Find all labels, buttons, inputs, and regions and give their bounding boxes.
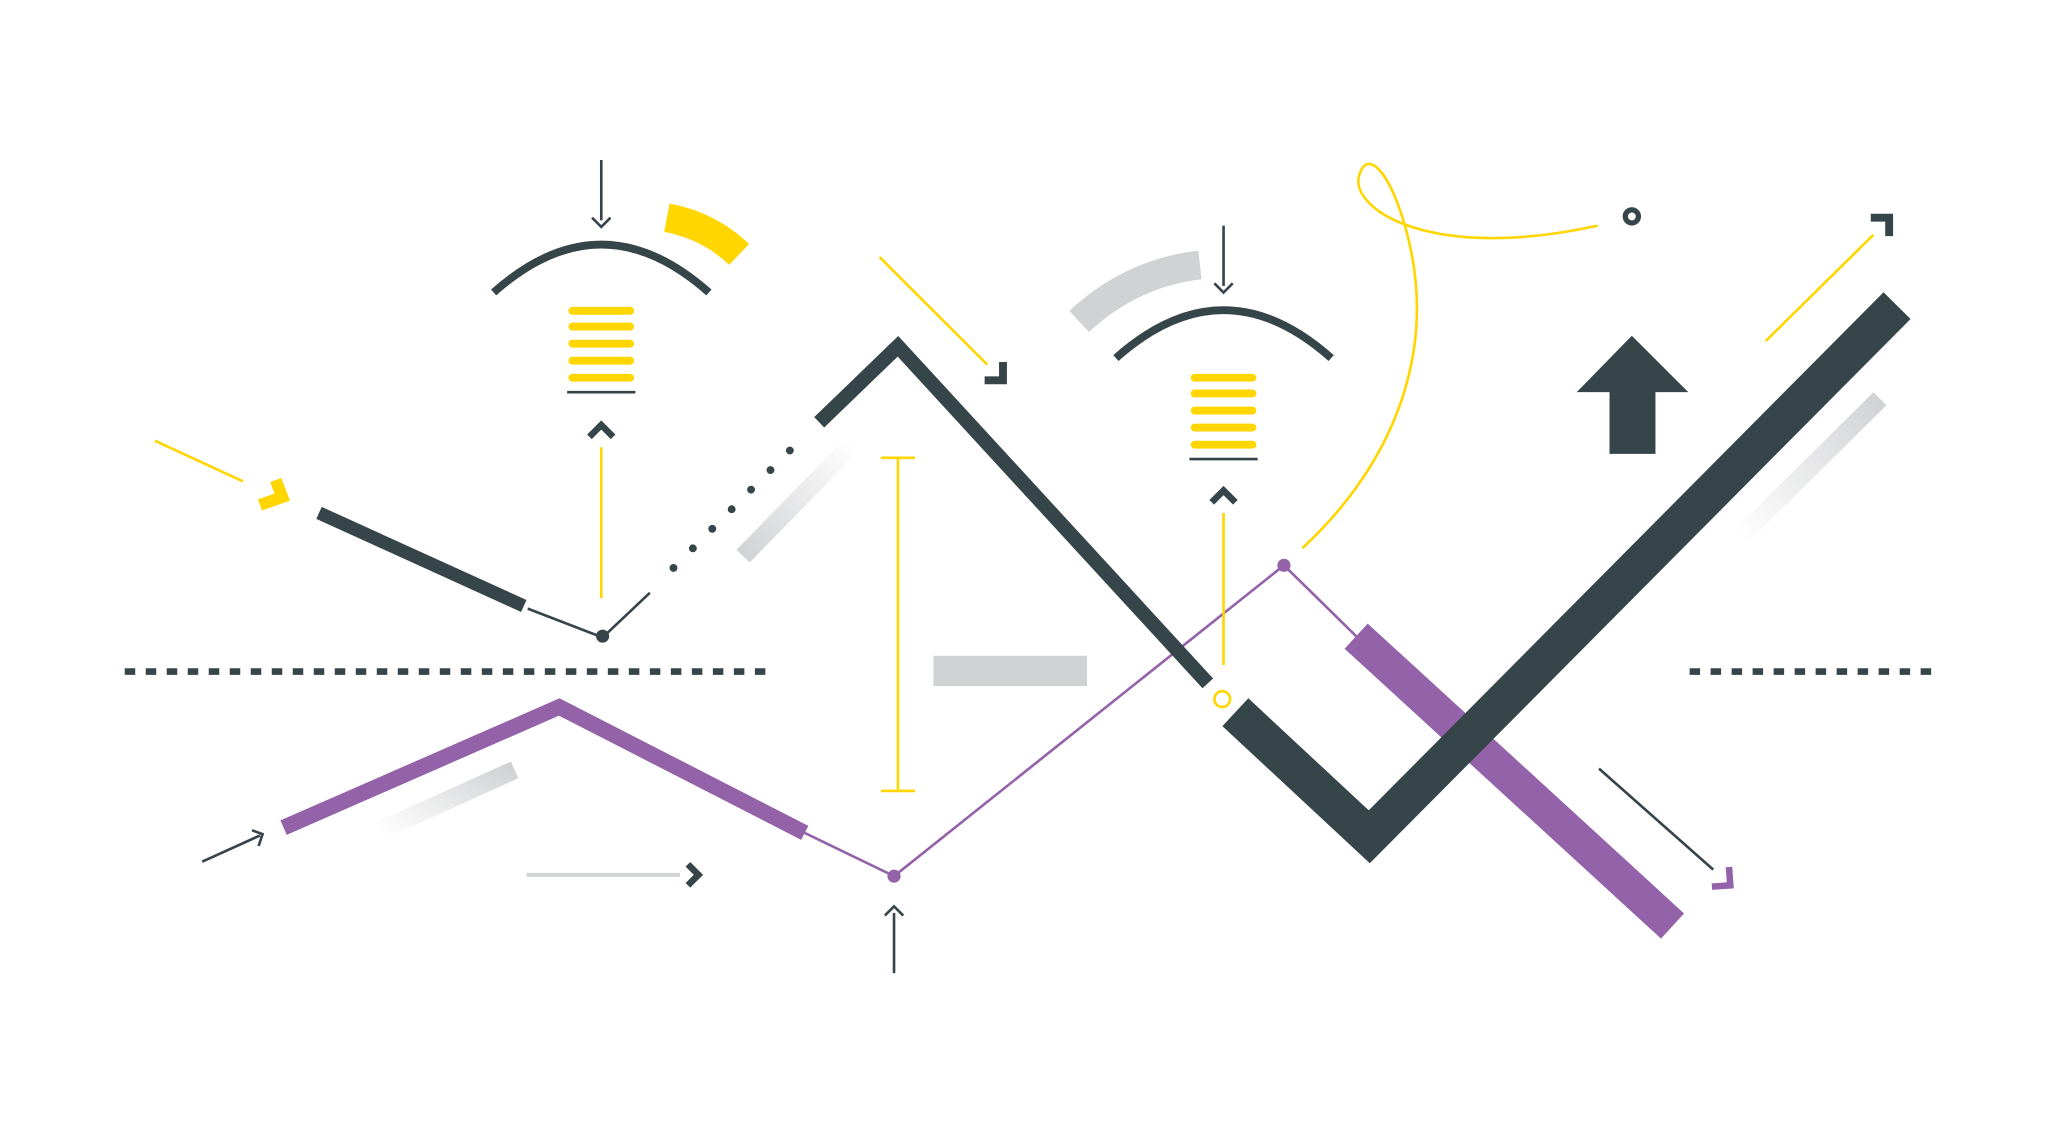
arrow-head: [883, 904, 905, 917]
purple-band: [1344, 623, 1685, 939]
arrow-head: [1213, 282, 1234, 295]
yellow-arc: [663, 203, 750, 266]
gray-rectangle: [933, 655, 1088, 686]
chevron-right-icon: [685, 862, 704, 888]
dark-thin-diagonal: [1598, 767, 1715, 871]
corner-bracket-icon: [1870, 213, 1894, 237]
purple-dot: [1277, 558, 1291, 572]
purple-zigzag: [280, 698, 809, 840]
gray-fade-bar: [736, 436, 860, 563]
purple-corner: [1711, 866, 1734, 890]
arrow-head: [591, 216, 612, 229]
dark-big-check: [1222, 292, 1911, 864]
big-up-arrow-icon: [1576, 335, 1689, 454]
dark-dot: [596, 629, 610, 643]
dark-arc: [1113, 306, 1334, 362]
purple-thin-line: [804, 563, 1358, 878]
arrow-head: [251, 829, 265, 847]
dark-arc: [491, 240, 712, 296]
yellow-line: [878, 256, 989, 366]
yellow-corner: [257, 477, 290, 511]
chevron-up-icon: [1209, 485, 1238, 505]
yellow-loop: [1301, 162, 1598, 550]
diagonal-arrow: [201, 834, 261, 863]
gray-fade-bar: [374, 761, 519, 840]
ring-icon: [1622, 207, 1642, 226]
dark-thin-line: [527, 591, 651, 639]
yellow-line: [1764, 233, 1875, 342]
dark-bar: [316, 506, 527, 612]
gray-fade-bar: [1733, 392, 1887, 545]
chevron-up-icon: [587, 420, 616, 440]
ring-icon: [1213, 689, 1232, 709]
dark-zigzag: [814, 335, 1214, 689]
gray-arc: [1069, 250, 1202, 333]
yellow-line: [154, 439, 244, 483]
yellow-stack: [1190, 373, 1257, 449]
measure-bracket: [880, 456, 916, 793]
corner-bracket-icon: [984, 362, 1007, 385]
yellow-stack: [568, 306, 635, 382]
purple-dot: [887, 869, 901, 883]
